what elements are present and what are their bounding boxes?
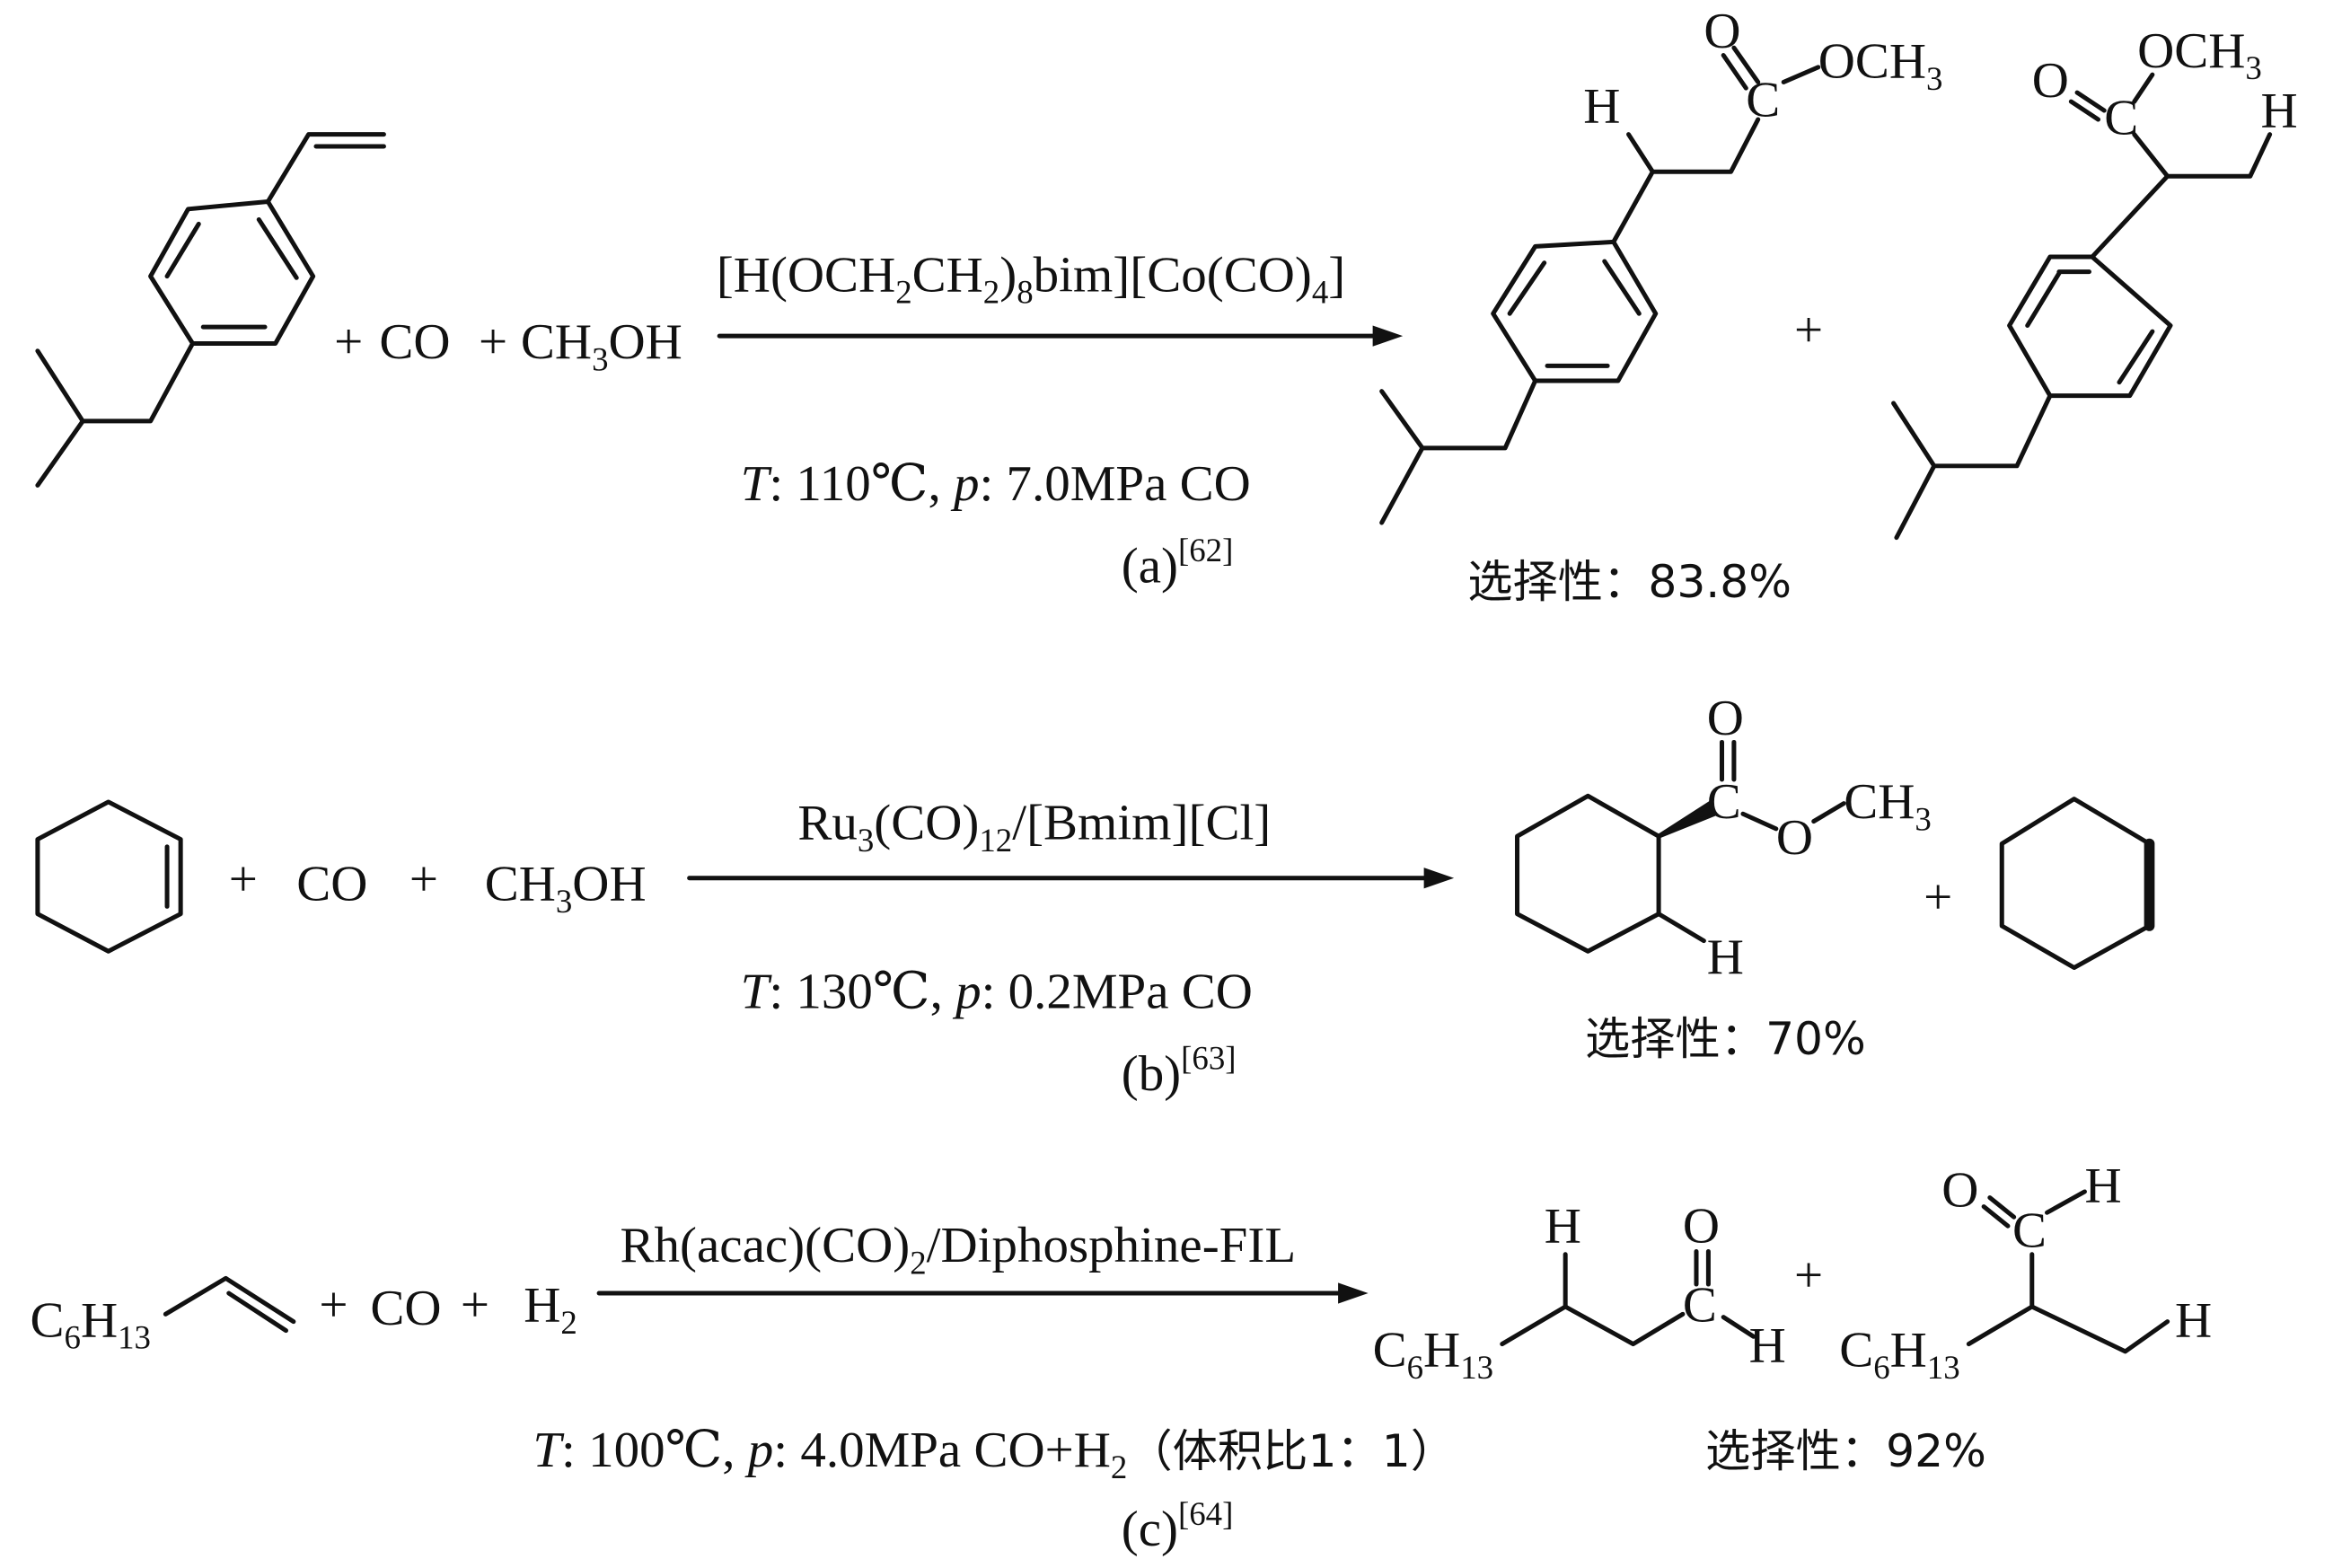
group-ch3: CH3 [1844,773,1932,837]
reagent-co: CO [379,313,450,370]
reactant-octene: C6H13 [31,1291,151,1355]
group-c6h13: C6H13 [1839,1322,1959,1386]
product-linear-aldehyde: C6H13 H O C H [1373,1198,1786,1386]
product-cyclohexane-ester: O C O CH3 H [1515,690,1932,985]
reagent-co: CO [296,856,367,912]
group-och3: OCH3 [1818,33,1943,97]
atom-h: H [1583,78,1620,135]
atom-h: H [1707,929,1744,985]
plus-sign: + [1924,869,1952,926]
conditions-label: T: 130℃, p: 0.2MPa CO [741,964,1253,1020]
reactant-cyclohexene [35,799,183,954]
product-cyclohexane [1999,797,2155,971]
atom-h: H [1749,1317,1786,1374]
plus-sign: + [229,851,258,908]
reaction-a: + CO + CH3OH [H(OCH2CH2)8bim][Co(CO)4] T… [35,3,2298,608]
scheme-label-a: (a)[62] [1122,532,1234,594]
atom-h: H [1545,1198,1581,1255]
atom-c: C [1746,72,1780,128]
atom-h: H [2261,83,2298,139]
atom-o: O [1704,3,1740,59]
reaction-arrow [687,868,1455,889]
reactant-isobutylstyrene [35,132,386,488]
conditions-label: T: 110℃, p: 7.0MPa CO [741,455,1251,512]
product-branched-ester: O C OCH3 H [1891,22,2298,541]
atom-o: O [1707,690,1744,746]
selectivity-c: 选择性：92% [1705,1425,1986,1477]
atom-h: H [2084,1158,2121,1214]
conditions-label: T: 100℃, p: 4.0MPa CO+H2（体积比1：1） [533,1422,1456,1485]
atom-h: H [2175,1291,2212,1348]
scheme-label-b: (b)[63] [1122,1040,1237,1102]
group-och3: OCH3 [2137,22,2262,86]
reaction-arrow [596,1282,1369,1304]
plus-sign: + [461,1277,489,1334]
catalyst-label: [H(OCH2CH2)8bim][Co(CO)4] [717,246,1345,310]
atom-c: C [1707,773,1741,830]
selectivity-a: 选择性：83.8% [1467,556,1792,608]
atom-o: O [2032,52,2069,109]
atom-c: C [2104,90,2138,146]
reaction-b: + CO + CH3OH Ru3(CO)12/[Bmim][Cl] T: 130… [35,690,2155,1102]
plus-sign: + [334,313,363,370]
atom-c: C [1683,1277,1717,1334]
atom-o: O [1776,809,1813,866]
plus-sign: + [1794,1247,1823,1304]
plus-sign: + [479,313,507,370]
catalyst-label: Ru3(CO)12/[Bmim][Cl] [797,795,1271,859]
plus-sign: + [1794,302,1823,358]
reagent-co: CO [370,1280,441,1336]
atom-c: C [2012,1202,2047,1259]
reagent-methanol: CH3OH [485,856,647,920]
reagent-h2: H2 [524,1277,577,1341]
reaction-c: C6H13 + CO + H2 Rh(acac)(CO)2/Diphosphin… [31,1158,2213,1557]
scheme-label-c: (c)[64] [1122,1495,1234,1557]
reaction-arrow [717,325,1404,347]
reagent-methanol: CH3OH [521,313,682,377]
plus-sign: + [409,851,438,908]
product-linear-ester: H O C OCH3 [1379,3,1943,525]
atom-o: O [1941,1162,1978,1219]
product-branched-aldehyde: C6H13 O C H H [1839,1158,2212,1386]
group-c6h13: C6H13 [1373,1322,1493,1386]
selectivity-b: 选择性：70% [1585,1013,1866,1065]
plus-sign: + [319,1277,348,1334]
catalyst-label: Rh(acac)(CO)2/Diphosphine-FIL [621,1217,1297,1281]
atom-o: O [1683,1198,1720,1255]
